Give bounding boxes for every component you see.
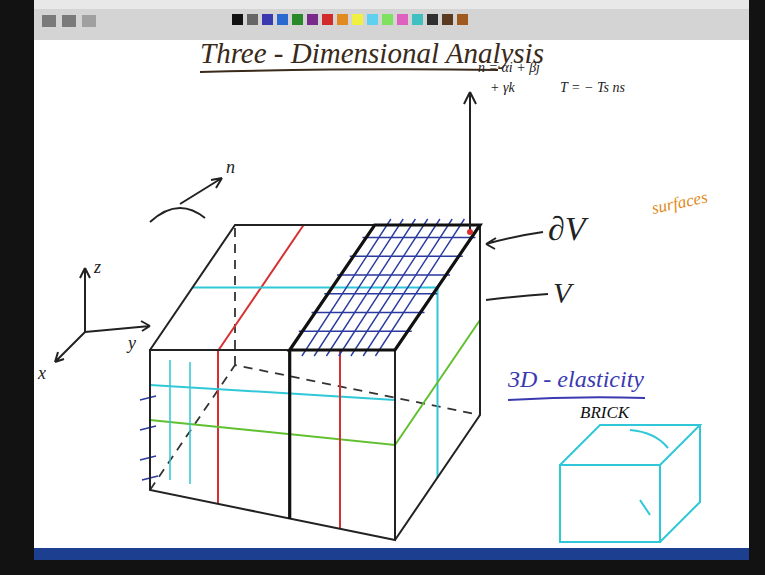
axis-label: y [128,334,136,354]
set-label: ∂V [548,210,586,247]
formula: T = − Ts ns [560,80,625,95]
element-name: BRICK [580,404,629,423]
axis-label: x [38,364,46,384]
formula: n = αi + βj [478,60,540,75]
heading-note: 3D - elasticity [508,366,644,392]
set-label: V [553,276,571,309]
axis-label: z [94,258,101,278]
formula: + γk [490,80,515,95]
vector-label: n [226,158,235,178]
